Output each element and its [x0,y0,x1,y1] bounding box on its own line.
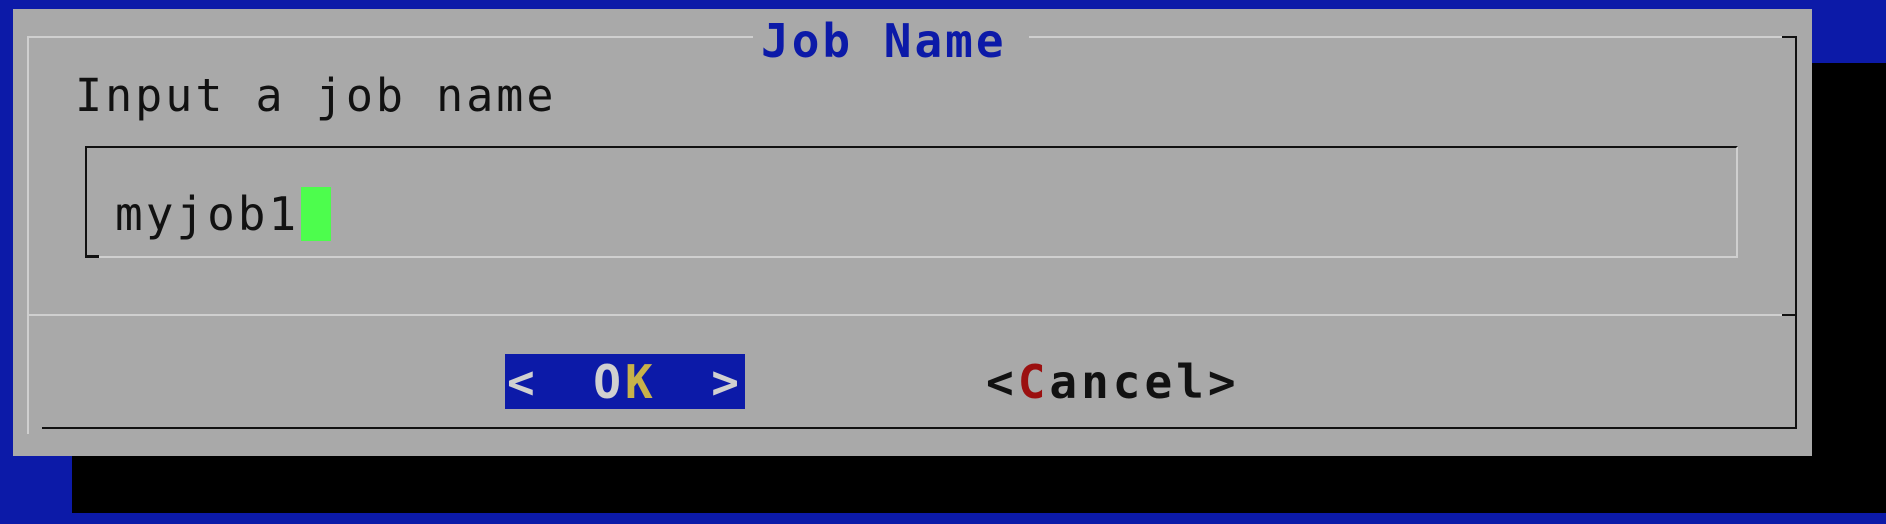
input-text: myjob1 [115,187,300,241]
ok-label: OK [593,355,656,409]
title-backdrop [753,17,1029,61]
job-name-dialog: Job Name Input a job name myjob1 < OK > … [13,9,1812,456]
frame-left-line [27,36,29,434]
frame-bottom-line [42,427,1797,429]
cancel-close-bracket: > [1207,354,1240,409]
ok-open-bracket: < [507,354,539,409]
cancel-label-rest: ancel [1049,354,1208,409]
job-name-input-value[interactable]: myjob1 [115,187,332,241]
separator-right-tick [1782,314,1797,316]
button-area-separator [27,314,1782,316]
dialog-title: Job Name [761,14,1007,68]
ok-button[interactable]: < OK > [505,354,745,409]
input-prompt-label: Input a job name [75,69,557,122]
cancel-open-bracket: < [986,354,1018,409]
text-cursor [301,187,332,241]
frame-right-line [1795,36,1797,429]
cancel-hotkey: C [1017,354,1050,409]
frame-top-right-corner [1782,36,1797,38]
job-name-input-field[interactable] [85,146,1738,258]
ok-hotkey: K [625,354,657,409]
input-field-corner [85,255,99,258]
ok-label-plain: O [593,354,625,409]
ok-close-bracket: > [711,354,743,409]
